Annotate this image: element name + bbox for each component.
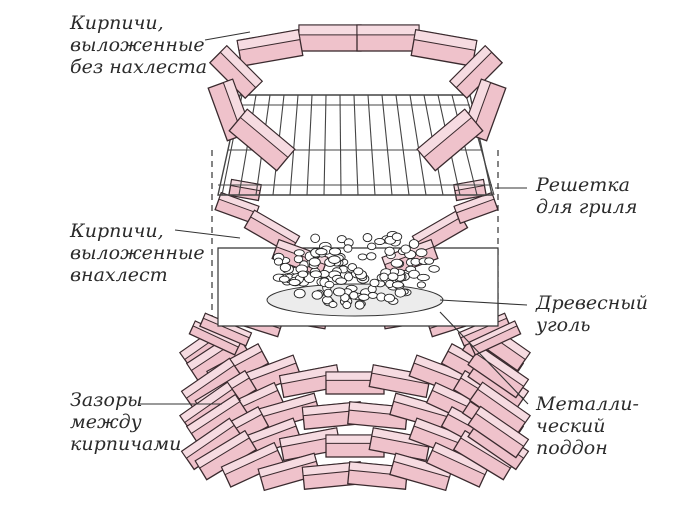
coal-piece xyxy=(308,257,321,267)
brick xyxy=(389,392,453,432)
coal-piece xyxy=(387,272,399,281)
coal-piece xyxy=(383,293,395,303)
grate-bar xyxy=(289,94,299,196)
coal-piece xyxy=(279,262,292,273)
coal-piece xyxy=(428,265,440,273)
coal-piece xyxy=(408,239,420,249)
coal-piece xyxy=(366,252,377,261)
brick xyxy=(220,441,285,488)
label-charcoal: Древесный уголь xyxy=(536,292,649,336)
brick xyxy=(228,108,296,172)
bottom-brick-ring xyxy=(179,305,531,492)
grate-bar xyxy=(353,94,359,196)
label-grill-grate: Решетка для гриля xyxy=(536,174,638,218)
coal-piece xyxy=(374,237,386,246)
coal-piece xyxy=(384,246,395,256)
coal-piece xyxy=(349,291,359,300)
grate-bar xyxy=(306,94,313,196)
callout-lines xyxy=(140,31,529,405)
coal-piece xyxy=(310,233,321,243)
coal-piece xyxy=(273,257,284,266)
brick xyxy=(389,452,453,492)
brick xyxy=(236,29,304,67)
coal-piece xyxy=(379,272,389,282)
grate-bar xyxy=(367,94,376,196)
brick xyxy=(194,429,258,481)
grate-bar xyxy=(381,94,393,196)
coal-piece xyxy=(369,278,380,288)
label-bricks-no-overlap: Кирпичи, выложенные без нахлеста xyxy=(70,12,208,78)
coal-piece xyxy=(332,287,346,297)
coal-piece xyxy=(335,277,347,285)
brick xyxy=(453,191,499,225)
brick xyxy=(410,29,478,67)
grate-bar xyxy=(323,94,327,196)
coal-piece xyxy=(323,288,333,298)
grate-bar xyxy=(339,94,342,196)
coal-piece xyxy=(288,278,301,286)
coal-piece xyxy=(424,257,435,265)
label-bricks-overlap: Кирпичи, выложенные внахлест xyxy=(70,220,205,286)
callout-line xyxy=(439,311,529,405)
coal-piece xyxy=(415,248,428,258)
brick xyxy=(208,44,264,100)
coal-piece xyxy=(400,244,411,254)
brick xyxy=(185,393,249,446)
brick xyxy=(448,44,504,100)
coal-piece xyxy=(391,281,404,289)
brick xyxy=(468,320,522,356)
coal-piece xyxy=(311,290,323,300)
charcoal-pile xyxy=(266,231,444,317)
coal-piece xyxy=(293,255,304,264)
coal-piece xyxy=(278,275,290,283)
label-metal-tray: Металли- ческий поддон xyxy=(536,393,639,459)
coal-piece xyxy=(390,258,404,268)
label-gaps-between-bricks: Зазоры между кирпичами xyxy=(70,389,182,455)
brick xyxy=(257,452,321,492)
coal-piece xyxy=(358,293,370,301)
coal-piece xyxy=(416,281,427,289)
coal-piece xyxy=(309,270,322,279)
coal-piece xyxy=(357,253,368,261)
coal-piece xyxy=(354,300,365,310)
coal-piece xyxy=(315,248,328,256)
callout-line xyxy=(439,299,528,306)
coal-piece xyxy=(391,232,403,242)
grate-frame xyxy=(217,94,493,196)
brick xyxy=(467,345,530,399)
callout-line xyxy=(174,229,241,239)
coal-piece xyxy=(408,269,420,279)
top-brick-ring xyxy=(207,24,507,172)
coal-piece xyxy=(342,301,352,309)
brick xyxy=(356,24,420,52)
coal-piece xyxy=(328,301,338,308)
coal-piece xyxy=(328,255,341,264)
coal-piece xyxy=(343,244,353,253)
coal-piece xyxy=(367,242,377,251)
brick xyxy=(180,417,243,471)
brick xyxy=(325,434,385,458)
brick xyxy=(298,24,362,52)
brick xyxy=(416,108,484,172)
coal-piece xyxy=(297,270,309,278)
coal-piece xyxy=(293,249,305,257)
brick xyxy=(467,405,530,459)
callout-line xyxy=(204,31,251,41)
coal-piece xyxy=(328,247,342,256)
coal-piece xyxy=(324,280,335,289)
brick xyxy=(214,191,260,225)
grate-bar xyxy=(409,94,427,196)
grate-bar xyxy=(395,94,410,196)
coal-piece xyxy=(293,288,306,299)
coal-piece xyxy=(353,267,364,276)
coal-piece xyxy=(416,273,430,282)
coal-piece xyxy=(367,291,378,299)
coal-piece xyxy=(362,233,373,243)
